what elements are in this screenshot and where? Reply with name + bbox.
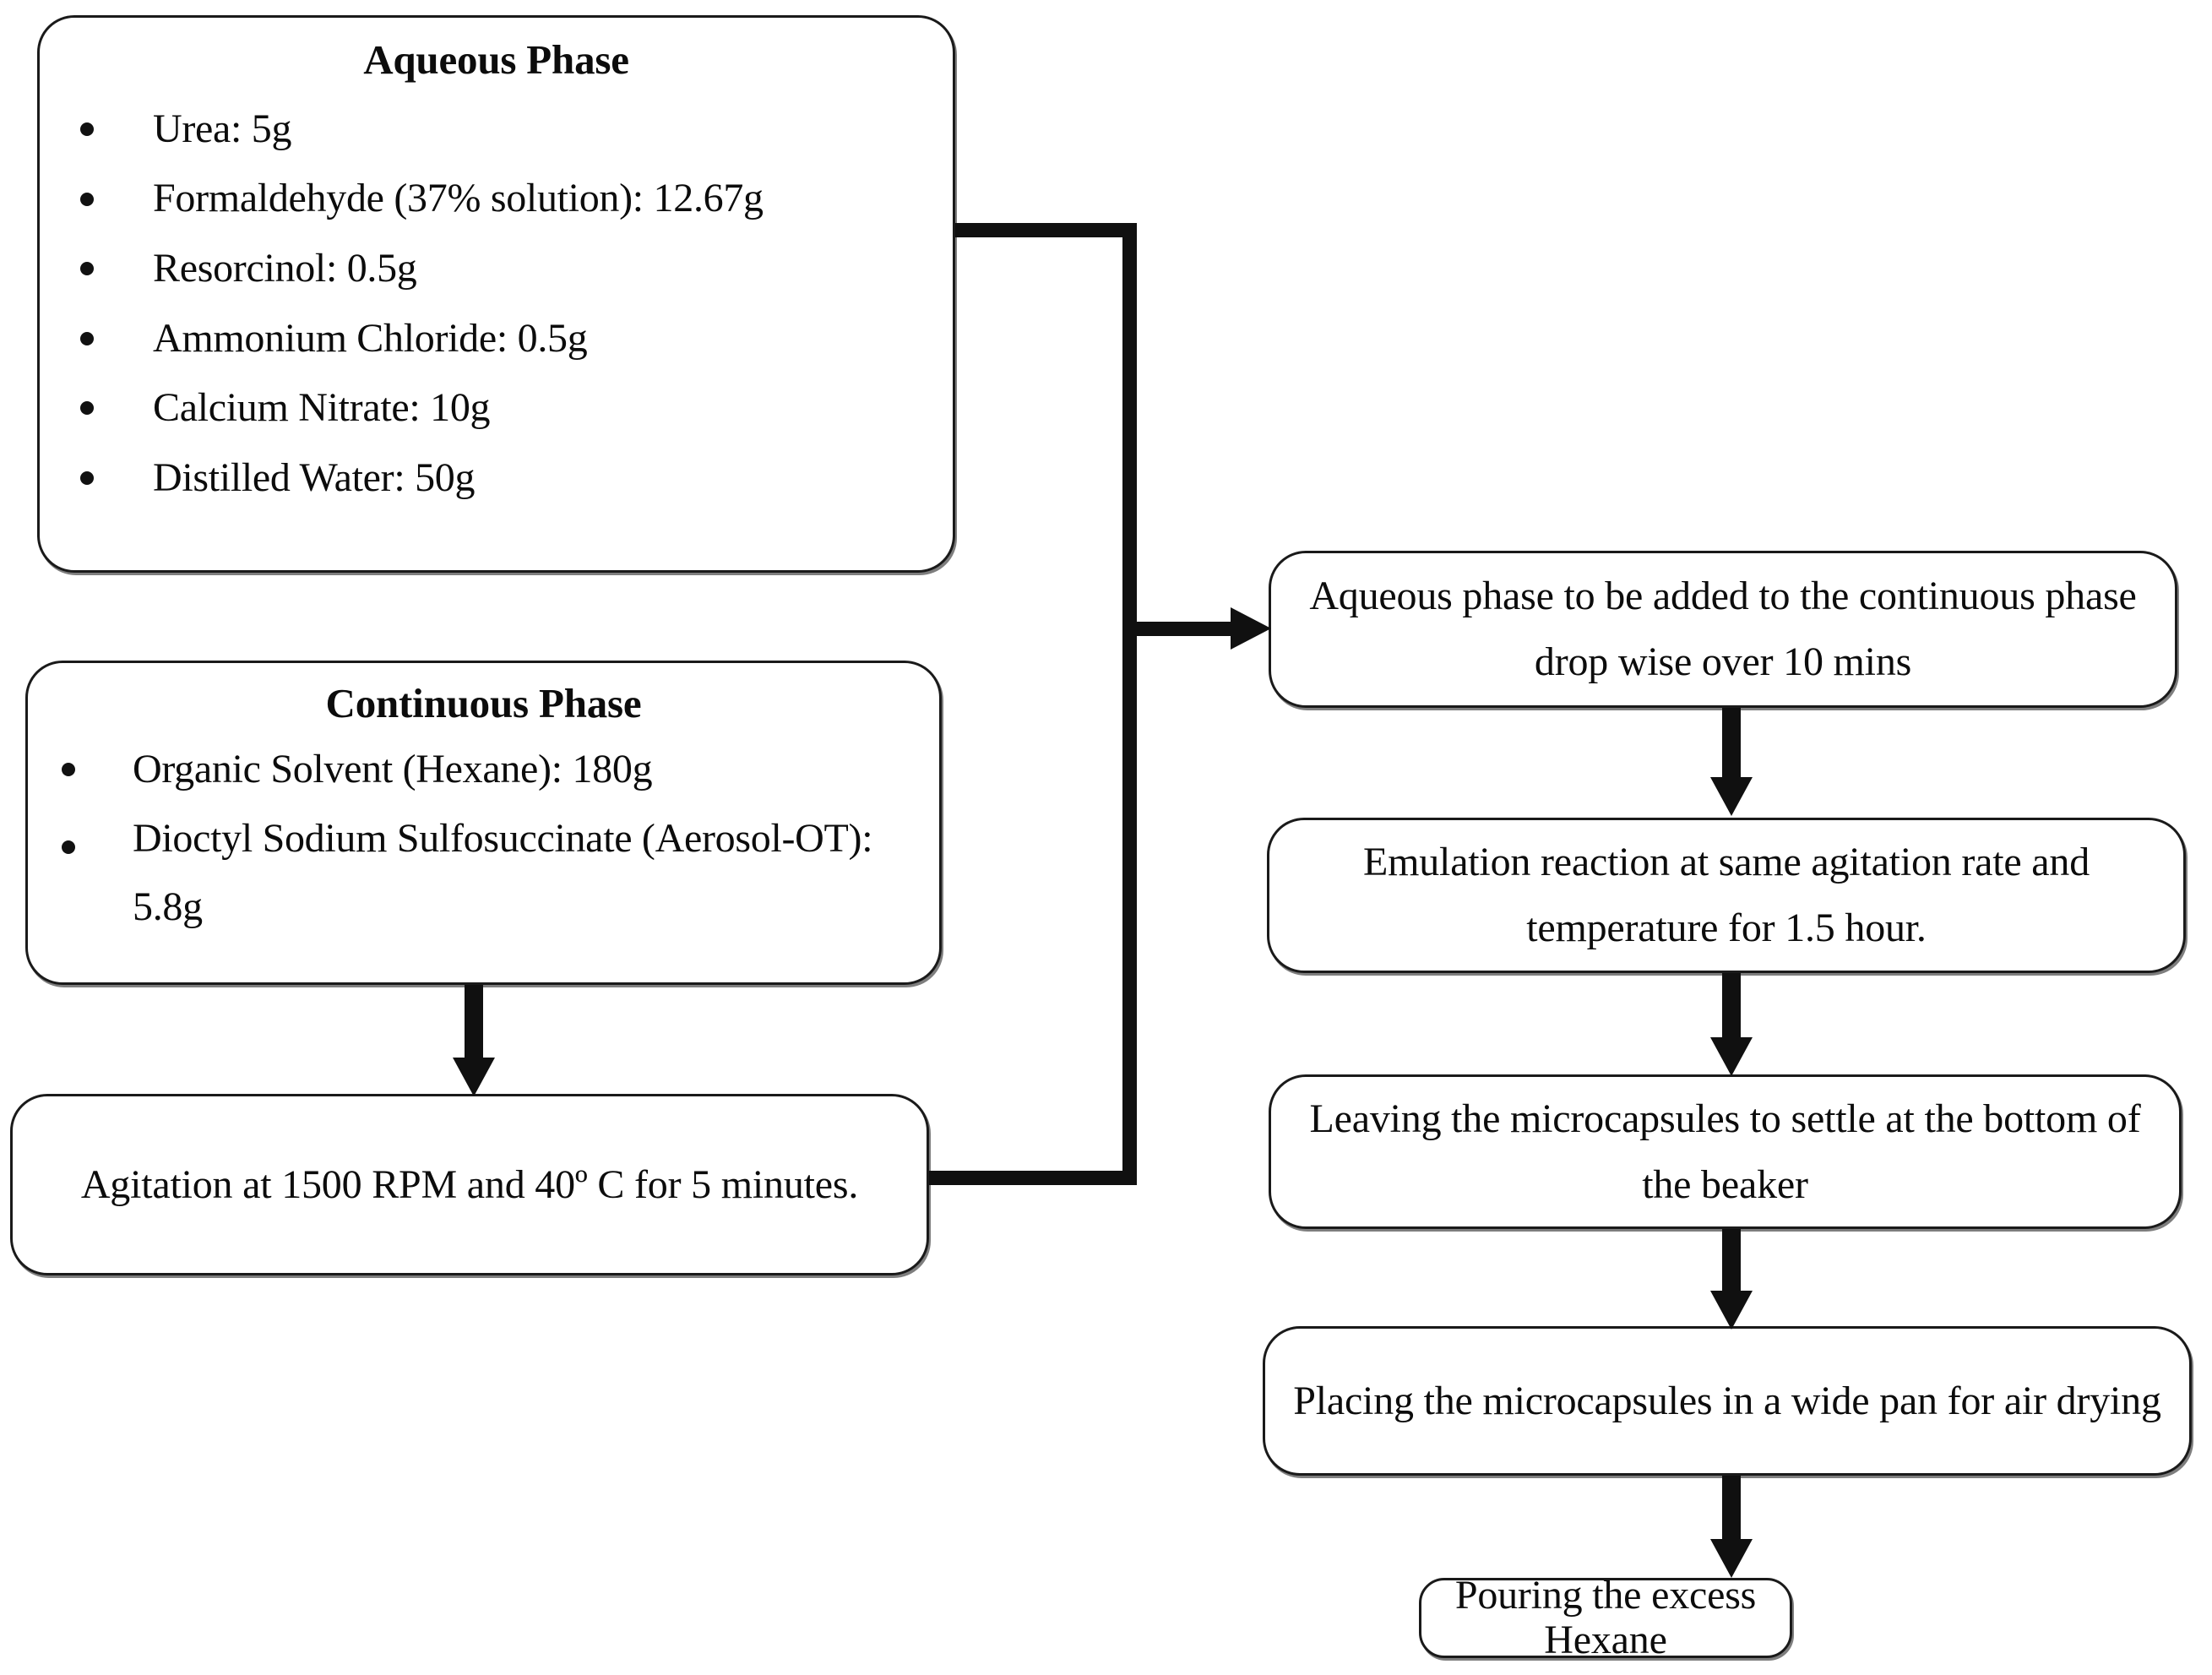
pour-hexane-text: Pouring the excess Hexane	[1454, 1572, 1757, 1662]
node-continuous-phase[interactable]: Continuous Phase Organic Solvent (Hexane…	[25, 661, 942, 985]
list-item: Urea: 5g	[40, 95, 953, 165]
connector-vertical-trunk	[1122, 223, 1137, 1185]
add-dropwise-text: Aqueous phase to be added to the continu…	[1309, 574, 2137, 684]
arrow-down-icon	[1710, 1291, 1753, 1330]
continuous-phase-list: Organic Solvent (Hexane): 180g Dioctyl S…	[28, 735, 939, 942]
node-emulsion-reaction[interactable]: Emulation reaction at same agitation rat…	[1267, 818, 2186, 973]
bullet-icon	[80, 122, 94, 137]
node-air-drying[interactable]: Placing the microcapsules in a wide pan …	[1263, 1326, 2192, 1476]
air-drying-text: Placing the microcapsules in a wide pan …	[1293, 1378, 2161, 1423]
list-item: Formaldehyde (37% solution): 12.67g	[40, 164, 953, 234]
connector-drying-to-pour	[1722, 1476, 1741, 1543]
bullet-icon	[80, 262, 94, 276]
settle-text: Leaving the microcapsules to settle at t…	[1309, 1096, 2141, 1207]
list-item-label: Calcium Nitrate: 10g	[153, 385, 491, 431]
aqueous-phase-title: Aqueous Phase	[363, 36, 629, 83]
bullet-icon	[62, 840, 75, 854]
arrow-down-icon	[453, 1058, 495, 1096]
connector-agitation-horizontal	[929, 1171, 1137, 1185]
bullet-icon	[62, 762, 75, 776]
node-settle[interactable]: Leaving the microcapsules to settle at t…	[1269, 1074, 2182, 1229]
emulsion-reaction-text: Emulation reaction at same agitation rat…	[1363, 840, 2090, 950]
list-item: Distilled Water: 50g	[40, 443, 953, 514]
list-item-label: Urea: 5g	[153, 106, 292, 151]
node-pour-hexane[interactable]: Pouring the excess Hexane	[1419, 1573, 1792, 1661]
list-item-label: Formaldehyde (37% solution): 12.67g	[153, 176, 764, 221]
list-item: Dioctyl Sodium Sulfosuccinate (Aerosol-O…	[28, 804, 939, 942]
arrow-down-icon	[1710, 1539, 1753, 1578]
list-item: Organic Solvent (Hexane): 180g	[28, 735, 939, 804]
connector-trunk-to-add-dropwise	[1129, 622, 1236, 636]
node-add-dropwise[interactable]: Aqueous phase to be added to the continu…	[1269, 551, 2177, 708]
list-item-label: Resorcinol: 0.5g	[153, 246, 417, 291]
connector-aqueous-horizontal	[955, 223, 1137, 237]
arrow-down-icon	[1710, 777, 1753, 816]
continuous-phase-title: Continuous Phase	[325, 680, 642, 726]
connector-emulsion-to-settle	[1722, 973, 1741, 1042]
arrow-down-icon	[1710, 1037, 1753, 1076]
node-agitation[interactable]: Agitation at 1500 RPM and 40º C for 5 mi…	[10, 1094, 929, 1275]
bullet-icon	[80, 192, 94, 206]
list-item-label: Distilled Water: 50g	[153, 454, 476, 500]
arrow-right-icon	[1231, 607, 1271, 650]
bullet-icon	[80, 401, 94, 416]
list-item-label: Organic Solvent (Hexane): 180g	[133, 746, 653, 791]
node-aqueous-phase[interactable]: Aqueous Phase Urea: 5g Formaldehyde (37%…	[37, 15, 955, 573]
connector-add-to-emulsion	[1722, 708, 1741, 780]
agitation-text: Agitation at 1500 RPM and 40º C for 5 mi…	[80, 1161, 859, 1207]
bullet-icon	[80, 331, 94, 345]
list-item: Calcium Nitrate: 10g	[40, 373, 953, 443]
list-item-label: Ammonium Chloride: 0.5g	[153, 315, 588, 361]
list-item: Ammonium Chloride: 0.5g	[40, 304, 953, 374]
bullet-icon	[80, 470, 94, 485]
list-item-label: Dioctyl Sodium Sulfosuccinate (Aerosol-O…	[133, 815, 873, 930]
connector-settle-to-drying	[1722, 1229, 1741, 1297]
connector-continuous-to-agitation	[465, 985, 483, 1063]
list-item: Resorcinol: 0.5g	[40, 234, 953, 304]
aqueous-phase-list: Urea: 5g Formaldehyde (37% solution): 12…	[40, 95, 953, 513]
